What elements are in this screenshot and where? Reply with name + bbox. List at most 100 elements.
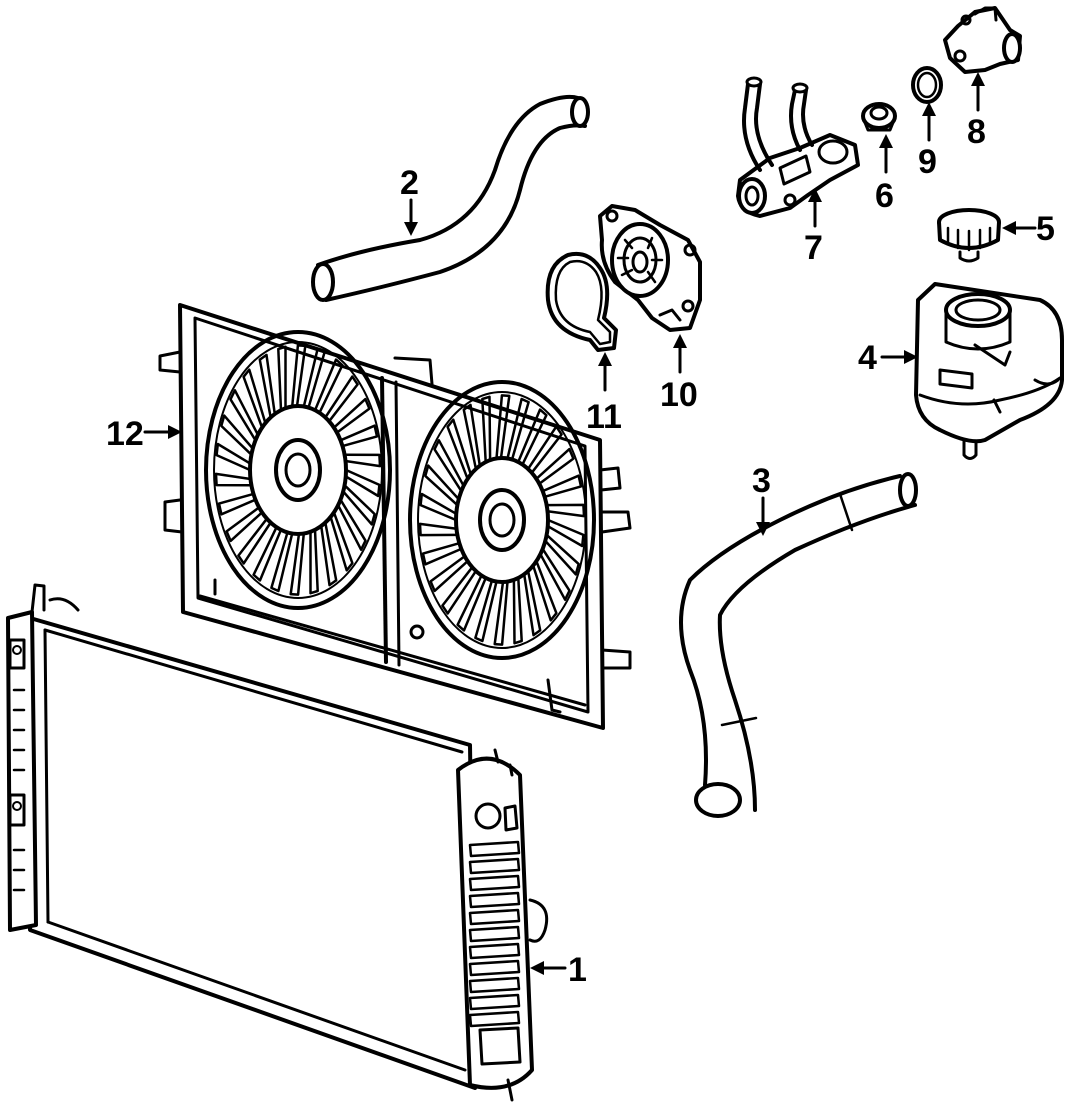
callout-6-label: 6 xyxy=(875,177,894,215)
fan-blade xyxy=(546,518,585,548)
fan-blade xyxy=(332,397,371,434)
callout-11: 11 xyxy=(586,352,622,436)
callout-11-label: 11 xyxy=(586,398,622,436)
fan-blade xyxy=(343,453,382,468)
fan-blade xyxy=(531,559,558,622)
fan-blade xyxy=(302,347,326,409)
fan-blade xyxy=(424,464,460,507)
fan-blade xyxy=(419,492,458,522)
fan-blade xyxy=(336,498,367,551)
fan-blade xyxy=(339,424,379,448)
reservoir-cap xyxy=(937,208,1001,263)
fan-blade xyxy=(544,533,580,576)
fan-blade xyxy=(535,447,575,485)
tank-rib xyxy=(468,874,521,892)
fan-blade xyxy=(344,468,381,498)
fan-blade xyxy=(252,525,283,582)
tank-rib xyxy=(468,976,521,994)
callout-2-label: 2 xyxy=(400,164,419,202)
fan-blade xyxy=(329,511,354,572)
callout-9-label: 9 xyxy=(918,143,937,181)
callout-10-label: 10 xyxy=(660,376,698,414)
right-fan xyxy=(408,380,596,660)
fan-blade xyxy=(539,547,571,601)
callout-12-label: 12 xyxy=(106,415,144,453)
fan-blade xyxy=(462,403,482,471)
fan-blade xyxy=(495,394,511,460)
callout-4-label: 4 xyxy=(858,339,877,377)
fan-blade xyxy=(429,555,469,593)
fan-blade xyxy=(324,375,359,423)
pump-gasket xyxy=(545,251,618,352)
callout-12: 12 xyxy=(106,415,182,453)
thermostat xyxy=(861,102,897,132)
tank-rib xyxy=(468,908,521,926)
tank-rib xyxy=(468,891,521,909)
radiator xyxy=(6,583,549,1102)
fan-blade xyxy=(517,408,548,466)
tank-rib xyxy=(468,959,521,977)
callout-5-label: 5 xyxy=(1036,210,1055,248)
reservoir xyxy=(914,282,1064,460)
fan-blade xyxy=(512,576,523,645)
fan-blade xyxy=(526,425,563,474)
tank-rib xyxy=(468,857,521,875)
left-fan xyxy=(204,330,392,610)
fan-blade xyxy=(225,506,264,543)
thermostat-housing xyxy=(736,76,860,218)
fan-blade xyxy=(441,566,478,615)
fan-blade xyxy=(481,395,492,464)
callout-6: 6 xyxy=(875,134,894,215)
callout-1-label: 1 xyxy=(568,951,587,989)
fan-blade xyxy=(541,474,583,499)
callout-9: 9 xyxy=(918,102,937,181)
fan-blade xyxy=(258,353,277,419)
fan-blade xyxy=(214,472,253,487)
lower-hose xyxy=(679,472,918,818)
callout-5: 5 xyxy=(1002,210,1055,248)
fan-blade xyxy=(289,532,306,596)
tank-rib xyxy=(468,1010,521,1028)
fan-blade xyxy=(506,397,530,461)
callout-1: 1 xyxy=(530,951,587,989)
callout-10: 10 xyxy=(660,334,698,414)
callout-3-label: 3 xyxy=(752,462,771,500)
fan-blade xyxy=(319,521,338,587)
fan-blade xyxy=(237,517,272,565)
fan-blade xyxy=(220,414,255,456)
fan-blade xyxy=(433,439,465,493)
fan-blade xyxy=(217,492,257,516)
fan-blade xyxy=(215,442,252,472)
fan-blade xyxy=(341,484,376,526)
tank-rib xyxy=(468,925,521,943)
fan-blade xyxy=(493,580,509,646)
fan-blade xyxy=(522,569,542,637)
callout-4: 4 xyxy=(858,339,918,377)
fan-blade xyxy=(421,541,463,566)
upper-hose xyxy=(311,94,590,302)
fan-blade xyxy=(545,503,586,518)
callout-2: 2 xyxy=(400,164,419,236)
outlet-seal xyxy=(911,66,943,104)
fan-blade xyxy=(277,345,287,412)
callout-8: 8 xyxy=(967,72,986,151)
tank-rib xyxy=(468,942,521,960)
callouts: 1 2 3 4 5 6 xyxy=(106,72,1055,989)
fan-blade xyxy=(418,522,459,537)
fan-blade xyxy=(270,531,294,593)
callout-3: 3 xyxy=(752,462,771,536)
callout-7-label: 7 xyxy=(804,229,823,267)
fan-blade xyxy=(456,574,487,632)
water-pump xyxy=(598,204,702,332)
fan-blade xyxy=(309,528,319,595)
tank-rib xyxy=(468,840,521,858)
tank-rib xyxy=(468,993,521,1011)
water-outlet xyxy=(943,6,1022,74)
fan-blade xyxy=(446,418,473,481)
fan-blade xyxy=(313,358,344,415)
fan-blade xyxy=(229,389,260,442)
fan-assembly xyxy=(158,303,632,730)
callout-7: 7 xyxy=(804,188,823,267)
fan-blade xyxy=(290,344,307,408)
